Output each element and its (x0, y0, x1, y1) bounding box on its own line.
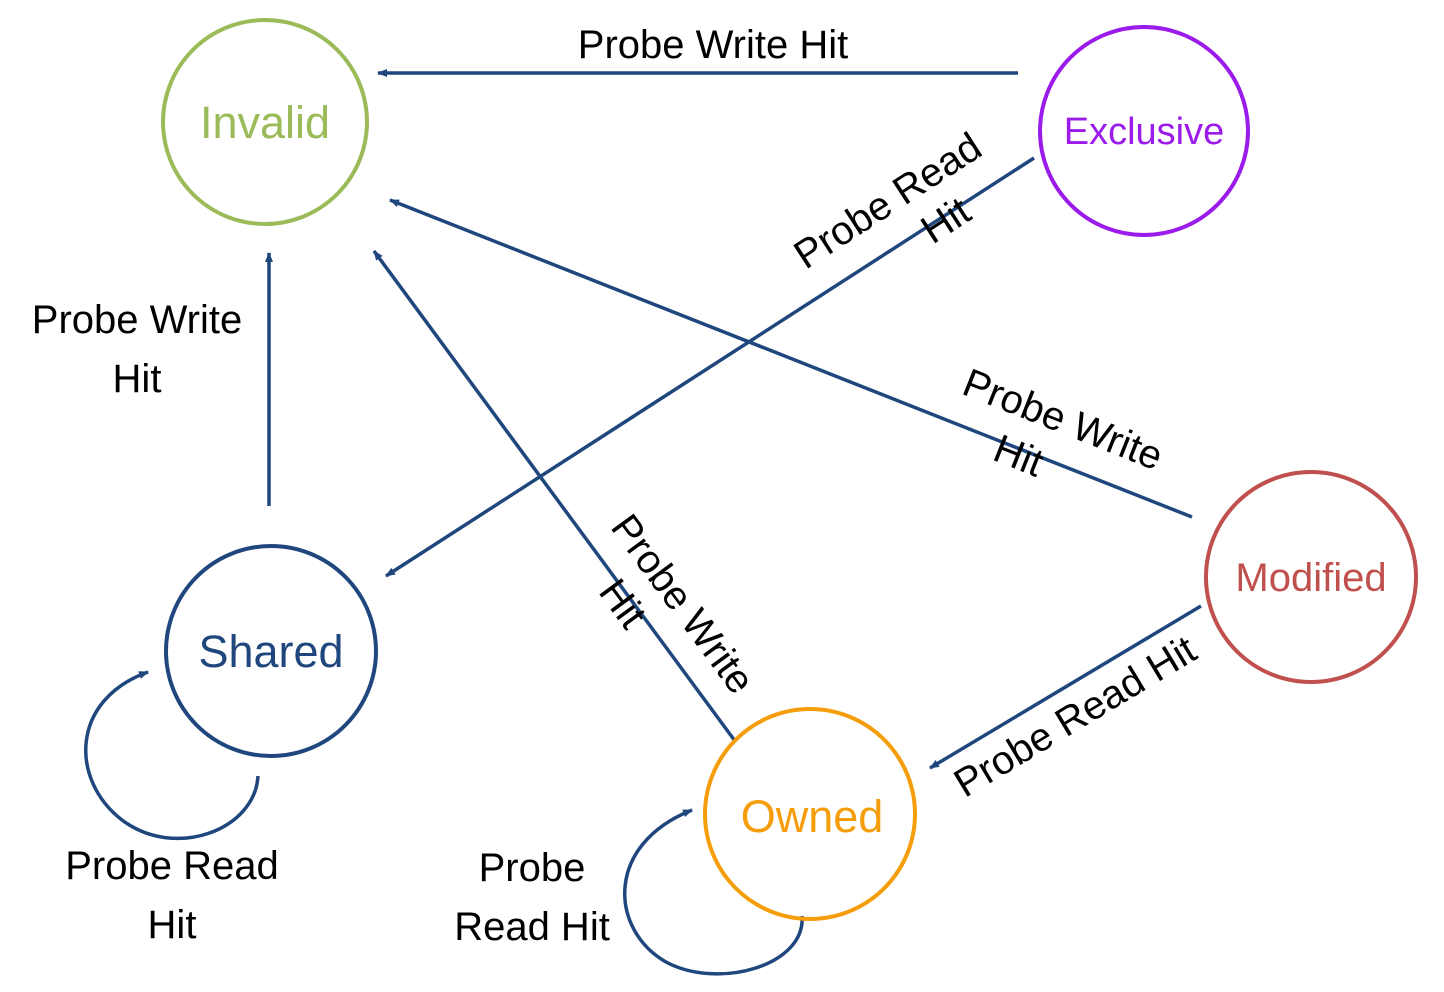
label-modified-to-invalid-line-1: Probe Write (957, 361, 1169, 479)
edges (84, 69, 1202, 976)
edge-owned-self-loop (623, 808, 804, 976)
label-modified-to-owned: Probe Read Hit (947, 628, 1204, 807)
label-exclusive-to-invalid: Probe Write Hit (578, 23, 848, 67)
label-owned-self-loop: Probe Read Hit (454, 846, 610, 949)
state-exclusive-label: Exclusive (1064, 111, 1225, 153)
state-shared: Shared (164, 544, 378, 758)
label-owned-self-loop-line-1: Probe (479, 846, 586, 890)
state-modified-label: Modified (1235, 556, 1386, 600)
edge-exclusive-to-shared (385, 156, 1035, 578)
label-shared-self-loop: Probe Read Hit (65, 844, 278, 947)
state-modified: Modified (1204, 470, 1418, 684)
label-shared-to-invalid-line-2: Hit (113, 357, 162, 401)
label-shared-self-loop-line-2: Hit (148, 903, 197, 947)
state-invalid-circle (161, 18, 369, 226)
state-owned-label: Owned (741, 791, 884, 842)
edge-shared-self-loop (84, 670, 260, 841)
label-modified-to-owned-text: Probe Read Hit (947, 628, 1204, 807)
edge-modified-to-invalid (389, 198, 1193, 519)
state-modified-circle (1204, 470, 1418, 684)
label-modified-to-invalid: Probe Write Hit (957, 361, 1169, 486)
edge-modified-to-owned (929, 604, 1202, 770)
state-exclusive: Exclusive (1038, 25, 1250, 237)
label-shared-to-invalid: Probe Write Hit (32, 298, 242, 401)
state-owned: Owned (703, 707, 917, 921)
state-owned-circle (703, 707, 917, 921)
state-shared-circle (164, 544, 378, 758)
label-shared-self-loop-line-1: Probe Read (65, 844, 278, 888)
state-exclusive-circle (1038, 25, 1250, 237)
label-modified-to-invalid-line-2: Hit (988, 427, 1050, 486)
label-exclusive-to-shared: Probe Read Hit (786, 125, 989, 278)
edge-owned-to-invalid (372, 249, 737, 743)
state-invalid-label: Invalid (200, 97, 330, 148)
label-owned-to-invalid: Probe Write Hit (590, 507, 762, 703)
label-owned-self-loop-line-2: Read Hit (454, 905, 610, 949)
label-shared-to-invalid-line-1: Probe Write (32, 298, 242, 342)
state-invalid: Invalid (161, 18, 369, 226)
state-shared-label: Shared (198, 626, 343, 677)
